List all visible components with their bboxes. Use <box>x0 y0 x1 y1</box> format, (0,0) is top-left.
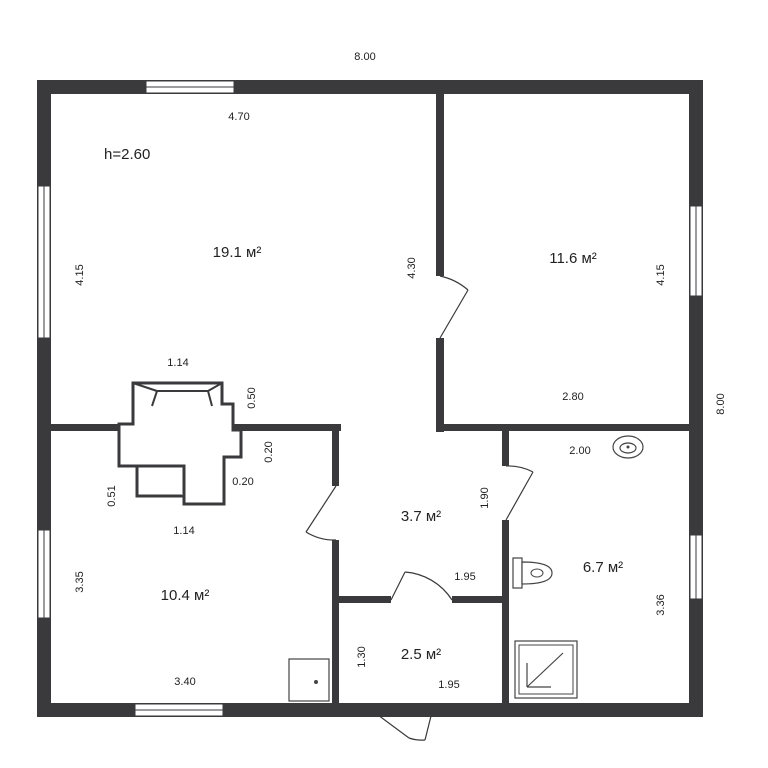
room-area-vestibule: 2.5 м² <box>401 646 441 663</box>
fixtures <box>288 435 644 702</box>
dim-hall-bottom: 1.95 <box>454 571 475 583</box>
door-bedroom <box>439 275 469 339</box>
room-area-bathroom: 6.7 м² <box>583 559 623 576</box>
dim-chimney-lower-side: 0.20 <box>263 441 275 462</box>
door-vestibule <box>390 571 453 601</box>
room-area-hall: 3.7 м² <box>401 508 441 525</box>
dim-chimney-left: 0.51 <box>106 485 118 506</box>
dim-living-right: 4.30 <box>406 257 418 278</box>
dim-hall-right: 1.90 <box>479 487 491 508</box>
door-bathroom <box>505 465 534 521</box>
dim-chimney-lower-inner: 0.20 <box>232 476 253 488</box>
room-area-living: 19.1 м² <box>213 244 262 261</box>
door-entrance <box>373 711 433 741</box>
dim-chimney-top: 1.14 <box>167 357 188 369</box>
room-area-kitchen: 10.4 м² <box>161 587 210 604</box>
dim-kitchen-left: 3.35 <box>74 571 86 592</box>
dim-living-width: 4.70 <box>228 111 249 123</box>
dim-chimney-side: 0.50 <box>246 387 258 408</box>
room-area-bedroom: 11.6 м² <box>549 250 597 267</box>
dim-vestibule-bottom: 1.95 <box>438 679 459 691</box>
overall-dimensions: 8.00 8.00 <box>354 51 727 415</box>
chimney <box>117 381 243 506</box>
dim-vestibule-left: 1.30 <box>356 646 368 667</box>
dim-bedroom-right: 4.15 <box>655 264 667 285</box>
door-kitchen <box>305 485 337 541</box>
room-areas: 19.1 м² 11.6 м² 10.4 м² 3.7 м² 6.7 м² 2.… <box>161 244 624 663</box>
windows <box>37 80 703 717</box>
overall-width-label: 8.00 <box>354 51 375 63</box>
dim-living-left: 4.15 <box>74 264 86 285</box>
ceiling-height-label: h=2.60 <box>104 146 150 163</box>
dim-bath-right: 3.36 <box>655 594 667 615</box>
toilet-icon <box>512 557 553 589</box>
dim-kitchen-bottom: 3.40 <box>174 676 195 688</box>
overall-depth-label: 8.00 <box>715 393 727 414</box>
washbasin-icon <box>612 435 644 459</box>
room-dimensions: 4.70 4.15 4.30 4.15 2.80 1.14 0.50 0.20 … <box>74 111 667 691</box>
doors <box>305 275 534 741</box>
sink-icon <box>288 658 330 702</box>
dim-bedroom-bottom: 2.80 <box>562 391 583 403</box>
shower-tray-icon <box>514 640 578 699</box>
dim-bath-top: 2.00 <box>569 445 590 457</box>
dim-chimney-bottom: 1.14 <box>173 525 194 537</box>
